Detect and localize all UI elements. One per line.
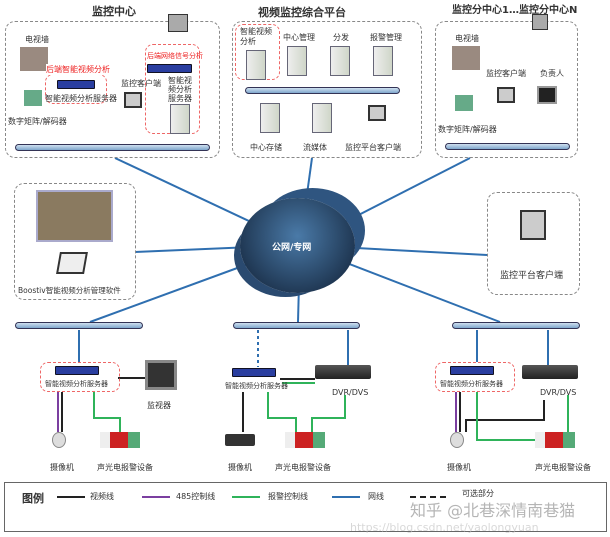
optional-box [435,362,515,392]
site-server-label: 智能视频分析服务器 [45,380,108,388]
network-bar [445,143,570,150]
server-icon [373,46,393,76]
legend-swatch-network [332,496,360,498]
server-label: 智能视频分析服务器 [45,94,117,103]
platform-title: 视频监控综合平台 [258,6,346,19]
laptop-icon [537,86,557,104]
alarm-label: 声光电报警设备 [275,463,331,472]
legend-label: 网线 [368,492,384,501]
alarm-icon [535,432,575,448]
legend-swatch-alarm [232,496,260,498]
branch-title: 监控分中心1…监控分中心N [452,5,578,16]
client-label: 监控客户端 [486,69,526,78]
platform-bottom-item: 中心存储 [250,143,282,152]
server-rack-icon [168,14,188,32]
storage-icon [260,103,280,133]
legend-label: 视频线 [90,492,114,501]
dvr-icon [315,365,371,379]
site-server-label: 智能视频分析服务器 [225,382,288,390]
center-title: 监控中心 [92,5,136,18]
legend-label: 可选部分 [462,489,494,498]
client-pc-icon [124,92,142,108]
camera-icon [52,432,66,448]
platform-bottom-item: 监控平台客户端 [345,143,401,152]
cloud-icon [240,198,355,293]
server-icon [170,104,190,134]
video-wall-label: 电视墙 [455,34,479,43]
camera-label: 摄像机 [228,463,252,472]
laptop-icon [56,252,88,274]
platform-item: 智能视频分析 [240,27,272,46]
site-server-label: 智能视频分析服务器 [440,380,503,388]
platform-item: 报警管理 [370,33,402,42]
camera-icon [450,432,464,448]
platform-item: 分发 [333,33,349,42]
video-wall-label: 电视墙 [25,35,49,44]
platform-box [232,21,422,158]
network-bar [15,322,143,329]
matrix-label: 数字矩阵/解码器 [438,125,497,134]
legend-label: 报警控制线 [268,492,308,501]
server-icon [287,46,307,76]
network-bar [245,87,400,94]
dvr-label: DVR/DVS [332,388,369,397]
client-box-label: 监控平台客户端 [500,271,564,281]
alarm-label: 声光电报警设备 [97,463,153,472]
backend-net-label: 后端网络信号分析 [147,52,203,60]
software-screenshot [36,190,113,242]
server-icon [330,46,350,76]
encoder-icon [57,80,95,89]
platform-bottom-item: 流媒体 [303,143,327,152]
optional-box [40,362,120,392]
legend-title: 图例 [22,492,44,505]
smart-server-label: 智能视频分析服务器 [168,76,192,103]
client-box [487,192,580,295]
watermark: 知乎 @北巷深情南巷猫 [410,501,576,520]
camera-label: 摄像机 [50,463,74,472]
legend-box [4,482,607,532]
server-rack-icon [532,14,548,30]
video-wall-icon [452,46,480,70]
network-bar [233,322,360,329]
matrix-label: 数字矩阵/解码器 [8,117,67,126]
client-pc-icon [497,87,515,103]
legend-swatch-video [57,496,85,498]
monitoring-center-box [5,21,220,158]
client-pc-icon [368,105,386,121]
software-box [14,183,136,300]
manager-label: 负责人 [540,69,564,78]
encoder-icon [450,366,494,375]
encoder-icon [55,366,99,375]
encoder-icon [147,64,192,73]
network-bar [15,144,210,151]
encoder-icon [232,368,276,377]
client-label: 监控客户端 [121,79,161,88]
cloud-label: 公网/专网 [272,243,312,253]
watermark-url: https://blog.csdn.net/yaolongyuan [350,521,539,534]
monitor-label: 监视器 [147,401,171,410]
branch-box [435,21,578,158]
alarm-icon [285,432,325,448]
legend-swatch-485 [142,496,170,498]
alarm-icon [100,432,140,448]
backend-video-label: 后端智能视频分析 [46,64,110,75]
client-pc-icon [520,210,546,240]
dvr-label: DVR/DVS [540,388,577,397]
software-label: Boostiv智能视频分析管理软件 [18,286,121,295]
legend-swatch-optional [410,496,446,498]
camera-label: 摄像机 [447,463,471,472]
matrix-icon [455,95,473,111]
legend-label: 485控制线 [176,492,216,501]
streaming-icon [312,103,332,133]
network-bar [452,322,580,329]
dvr-icon [522,365,578,379]
video-wall-icon [20,47,48,71]
server-icon [246,50,266,80]
camera-icon [225,434,255,446]
alarm-label: 声光电报警设备 [535,463,591,472]
monitor-icon [145,360,177,390]
platform-item: 中心管理 [283,33,315,42]
matrix-icon [24,90,42,106]
